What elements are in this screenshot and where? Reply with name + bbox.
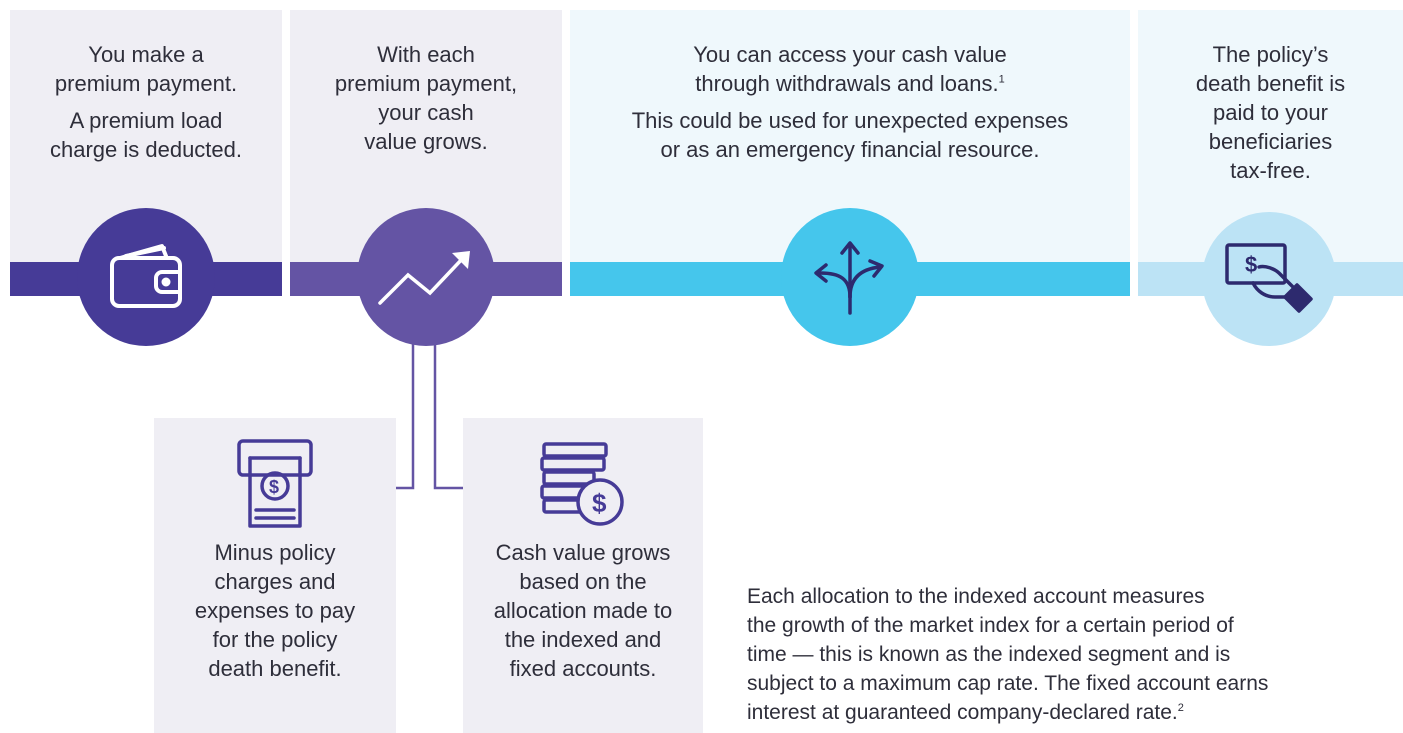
svg-text:$: $ bbox=[1245, 252, 1257, 277]
step-4-circle: $ bbox=[1202, 212, 1336, 346]
cash-value-growth-text: Cash value grows based on the allocation… bbox=[463, 538, 703, 683]
substep-1-line: Minus policy bbox=[214, 540, 336, 565]
step-4-line: death benefit is bbox=[1195, 71, 1346, 96]
substep-1-line: death benefit. bbox=[208, 656, 342, 681]
substep-2-line: fixed accounts. bbox=[509, 656, 657, 681]
footnote-2-marker: 2 bbox=[1177, 702, 1184, 714]
step-1-line: You make a bbox=[88, 42, 204, 67]
note-line: subject to a maximum cap rate. The fixed… bbox=[747, 672, 1269, 695]
hand-with-money-icon: $ bbox=[1225, 243, 1313, 313]
step-2-line: value grows. bbox=[364, 129, 488, 154]
indexed-account-note: Each allocation to the indexed account m… bbox=[747, 582, 1397, 727]
step-1-subline: A premium load bbox=[69, 108, 223, 133]
step-2-line: premium payment, bbox=[334, 71, 518, 96]
step-4-text: The policy’s death benefit is paid to yo… bbox=[1138, 40, 1403, 185]
step-3-subline: This could be used for unexpected expens… bbox=[631, 108, 1069, 133]
substep-2-line: allocation made to bbox=[493, 598, 673, 623]
wallet-icon bbox=[110, 244, 182, 308]
substep-2-line: based on the bbox=[519, 569, 647, 594]
step-1-line: premium payment. bbox=[54, 71, 238, 96]
step-3-circle bbox=[781, 208, 919, 346]
step-2-line: With each bbox=[377, 42, 475, 67]
substep-2-line: Cash value grows bbox=[495, 540, 671, 565]
branch-connector bbox=[396, 340, 463, 490]
coin-stack-dollar-icon: $ bbox=[540, 442, 624, 526]
step-1-text: You make a premium payment. A premium lo… bbox=[10, 40, 282, 164]
step-4-line: beneficiaries bbox=[1208, 129, 1333, 154]
step-1-subline: charge is deducted. bbox=[49, 137, 243, 162]
step-2-text: With each premium payment, your cash val… bbox=[290, 40, 562, 156]
step-3-text: You can access your cash value through w… bbox=[570, 40, 1130, 164]
step-4-line: The policy’s bbox=[1212, 42, 1329, 67]
step-2-line: your cash bbox=[378, 100, 474, 125]
step-1-circle bbox=[77, 208, 215, 346]
cash-value-growth-box: $ Cash value grows based on the allocati… bbox=[463, 418, 703, 733]
svg-text:$: $ bbox=[269, 477, 279, 497]
step-3-line: through withdrawals and loans. bbox=[695, 71, 999, 96]
footnote-1-marker: 1 bbox=[998, 73, 1005, 86]
svg-text:$: $ bbox=[592, 488, 607, 518]
step-3-subline: or as an emergency financial resource. bbox=[660, 137, 1040, 162]
policy-charges-text: Minus policy charges and expenses to pay… bbox=[154, 538, 396, 683]
substep-1-line: charges and bbox=[214, 569, 336, 594]
step-2-circle bbox=[357, 208, 495, 346]
step-4-line: tax-free. bbox=[1230, 158, 1311, 183]
step-4-line: paid to your bbox=[1213, 100, 1328, 125]
step-3-line: You can access your cash value bbox=[693, 42, 1007, 67]
branching-arrows-icon bbox=[814, 241, 884, 315]
cash-dispenser-icon: $ bbox=[237, 439, 313, 528]
substep-2-line: the indexed and bbox=[504, 627, 662, 652]
note-line: interest at guaranteed company-declared … bbox=[747, 701, 1178, 724]
substep-1-line: for the policy bbox=[212, 627, 338, 652]
policy-charges-box: $ Minus policy charges and expenses to p… bbox=[154, 418, 396, 733]
note-line: the growth of the market index for a cer… bbox=[747, 614, 1234, 637]
note-line: Each allocation to the indexed account m… bbox=[747, 585, 1205, 608]
growth-arrow-icon bbox=[378, 251, 470, 305]
note-line: time — this is known as the indexed segm… bbox=[747, 643, 1231, 666]
substep-1-line: expenses to pay bbox=[194, 598, 356, 623]
